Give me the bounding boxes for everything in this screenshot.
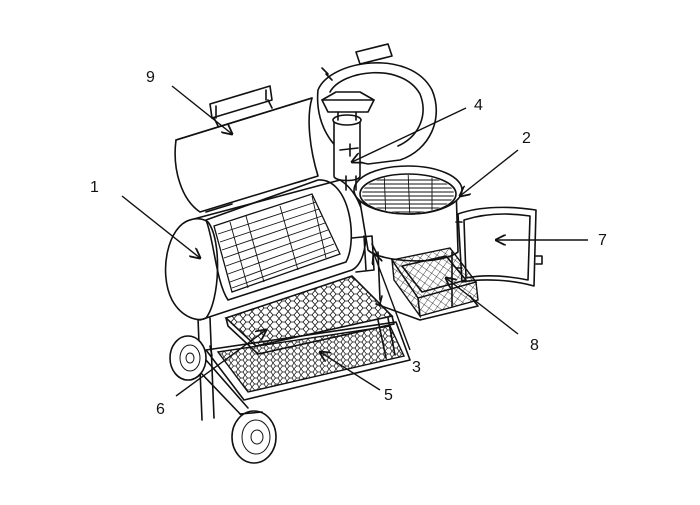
arrow-6 (175, 330, 266, 397)
rear-wheel (169, 335, 207, 381)
callout-1: 1 (90, 179, 99, 196)
main-chamber-grate (213, 193, 341, 293)
arrow-9 (171, 85, 232, 134)
front-wheel (231, 410, 277, 464)
arrow-5 (320, 352, 381, 391)
callout-3: 3 (412, 359, 421, 376)
arrow-4 (352, 107, 467, 162)
callout-5: 5 (384, 387, 393, 404)
main-chamber-lid (174, 85, 319, 213)
callout-7: 7 (598, 232, 607, 249)
callout-2: 2 (522, 130, 531, 147)
callout-4: 4 (474, 97, 483, 114)
callout-9: 9 (146, 69, 155, 86)
callout-8: 8 (530, 337, 539, 354)
firebox-door (455, 206, 543, 287)
smoke-stack (321, 91, 375, 191)
main-cooking-chamber (164, 179, 367, 321)
arrow-2 (460, 149, 519, 196)
arrow-8 (446, 278, 519, 335)
lower-shelf-mesh (216, 325, 406, 393)
arrow-1 (121, 195, 200, 258)
callout-labels: 1 2 3 4 5 6 7 8 9 (90, 69, 607, 418)
callout-6: 6 (156, 401, 165, 418)
callout-arrows (121, 85, 588, 397)
arrow-3 (374, 254, 411, 351)
